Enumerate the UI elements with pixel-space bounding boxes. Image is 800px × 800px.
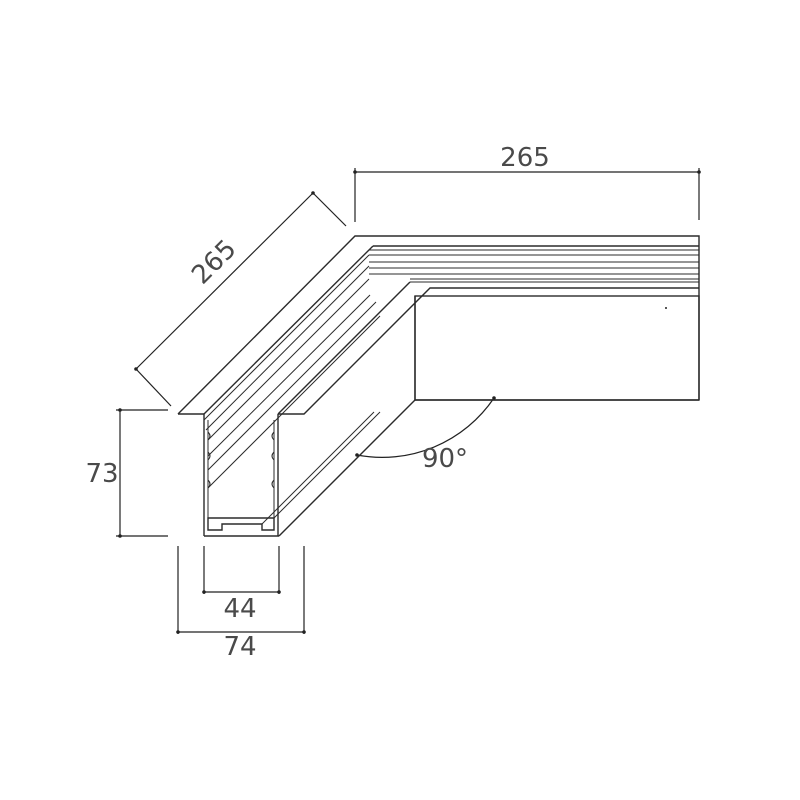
diagonal-length-label: 265: [186, 234, 242, 290]
top-length-dimension: 265: [353, 143, 701, 222]
inner-width-label: 44: [223, 594, 256, 624]
profile-body: [177, 235, 700, 537]
diagonal-length-dimension: 265: [134, 191, 347, 407]
angle-dimension: 90°: [355, 396, 496, 474]
height-label: 73: [85, 459, 118, 489]
angle-label: 90°: [422, 444, 468, 474]
inner-width-dimension: 44: [202, 546, 281, 624]
outer-width-dimension: 74: [176, 546, 306, 662]
top-length-label: 265: [500, 143, 550, 173]
outer-width-label: 74: [223, 632, 256, 662]
height-dimension: 73: [85, 408, 168, 538]
